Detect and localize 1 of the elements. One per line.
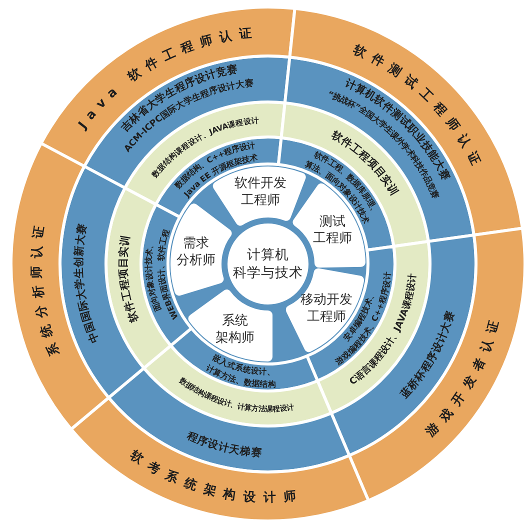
role-petal: 需求分析师 (170, 204, 232, 296)
